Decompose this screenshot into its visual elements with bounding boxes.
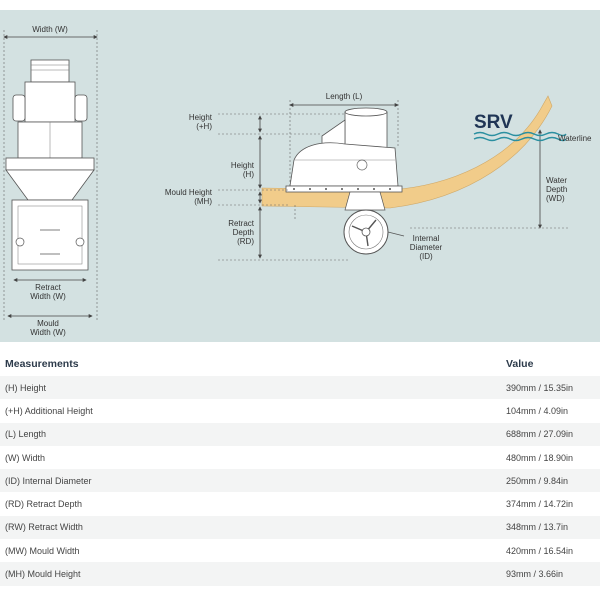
retract-depth-label-line3: (RD) bbox=[237, 237, 254, 246]
measurement-column-header: Measurements bbox=[5, 358, 79, 370]
measurement-name: (W) Width bbox=[5, 452, 45, 463]
measurement-value: 104mm / 4.09in bbox=[506, 405, 569, 416]
front-view-drawing bbox=[3, 30, 98, 320]
height-label-line1: Height bbox=[231, 161, 255, 170]
measurement-name: (RW) Retract Width bbox=[5, 522, 83, 533]
table-row: (ID) Internal Diameter 250mm / 9.84in bbox=[0, 469, 600, 493]
measurement-value: 348mm / 13.7in bbox=[506, 522, 569, 533]
water-depth-label-line3: (WD) bbox=[546, 194, 565, 203]
retract-width-label-line1: Retract bbox=[35, 283, 62, 292]
retract-depth-label-line2: Depth bbox=[233, 228, 254, 237]
measurement-name: (MW) Mould Width bbox=[5, 545, 80, 556]
additional-height-label-line1: Height bbox=[189, 113, 213, 122]
value-column-header: Value bbox=[506, 358, 534, 370]
measurements-table: Measurements Value (H) Height 390mm / 15… bbox=[0, 352, 600, 586]
mould-height-label-line1: Mould Height bbox=[165, 188, 213, 197]
measurement-value: 250mm / 9.84in bbox=[506, 475, 569, 486]
mould-width-label-line1: Mould bbox=[37, 319, 59, 328]
internal-diameter-label-line2: Diameter bbox=[410, 243, 443, 252]
measurement-value: 480mm / 18.90in bbox=[506, 452, 574, 463]
table-row: (MW) Mould Width 420mm / 16.54in bbox=[0, 539, 600, 562]
additional-height-label-line2: (+H) bbox=[196, 122, 212, 131]
measurement-value: 420mm / 16.54in bbox=[506, 545, 574, 556]
height-label-line2: (H) bbox=[243, 170, 254, 179]
waterline-label: Waterline bbox=[558, 134, 592, 143]
measurement-name: (ID) Internal Diameter bbox=[5, 475, 92, 486]
measurement-value: 374mm / 14.72in bbox=[506, 499, 574, 510]
mould-height-label-line2: (MH) bbox=[194, 197, 212, 206]
length-label: Length (L) bbox=[326, 92, 363, 101]
measurement-value: 93mm / 3.66in bbox=[506, 569, 564, 580]
internal-diameter-label-line3: (ID) bbox=[419, 252, 433, 261]
water-depth-label-line1: Water bbox=[546, 176, 567, 185]
retract-width-label-line2: Width (W) bbox=[30, 292, 66, 301]
waterline-waves bbox=[473, 131, 567, 142]
table-row: (RD) Retract Depth 374mm / 14.72in bbox=[0, 492, 600, 515]
table-row: (MH) Mould Height 93mm / 3.66in bbox=[0, 562, 600, 586]
measurement-name: (H) Height bbox=[5, 382, 47, 393]
retract-depth-label-line1: Retract bbox=[228, 219, 255, 228]
table-row: (H) Height 390mm / 15.35in bbox=[0, 376, 600, 400]
brand-logo: SRV bbox=[474, 112, 513, 133]
measurement-value: 390mm / 15.35in bbox=[506, 382, 574, 393]
table-header-row: Measurements Value bbox=[0, 352, 600, 376]
table-row: (W) Width 480mm / 18.90in bbox=[0, 446, 600, 469]
width-label: Width (W) bbox=[32, 25, 68, 34]
measurement-name: (L) Length bbox=[5, 429, 47, 440]
table-row: (+H) Additional Height 104mm / 4.09in bbox=[0, 399, 600, 422]
measurement-name: (+H) Additional Height bbox=[5, 405, 93, 416]
internal-diameter-label-line1: Internal bbox=[413, 234, 440, 243]
measurement-name: (MH) Mould Height bbox=[5, 569, 81, 580]
side-view-drawing bbox=[218, 95, 568, 261]
table-row: (RW) Retract Width 348mm / 13.7in bbox=[0, 515, 600, 540]
measurement-name: (RD) Retract Depth bbox=[5, 499, 83, 510]
measurement-value: 688mm / 27.09in bbox=[506, 429, 574, 440]
dimension-diagram: SRV Width (W) Retract Width (W) Mould Wi… bbox=[0, 10, 600, 342]
mould-width-label-line2: Width (W) bbox=[30, 328, 66, 337]
table-row: (L) Length 688mm / 27.09in bbox=[0, 422, 600, 446]
water-depth-label-line2: Depth bbox=[546, 185, 567, 194]
